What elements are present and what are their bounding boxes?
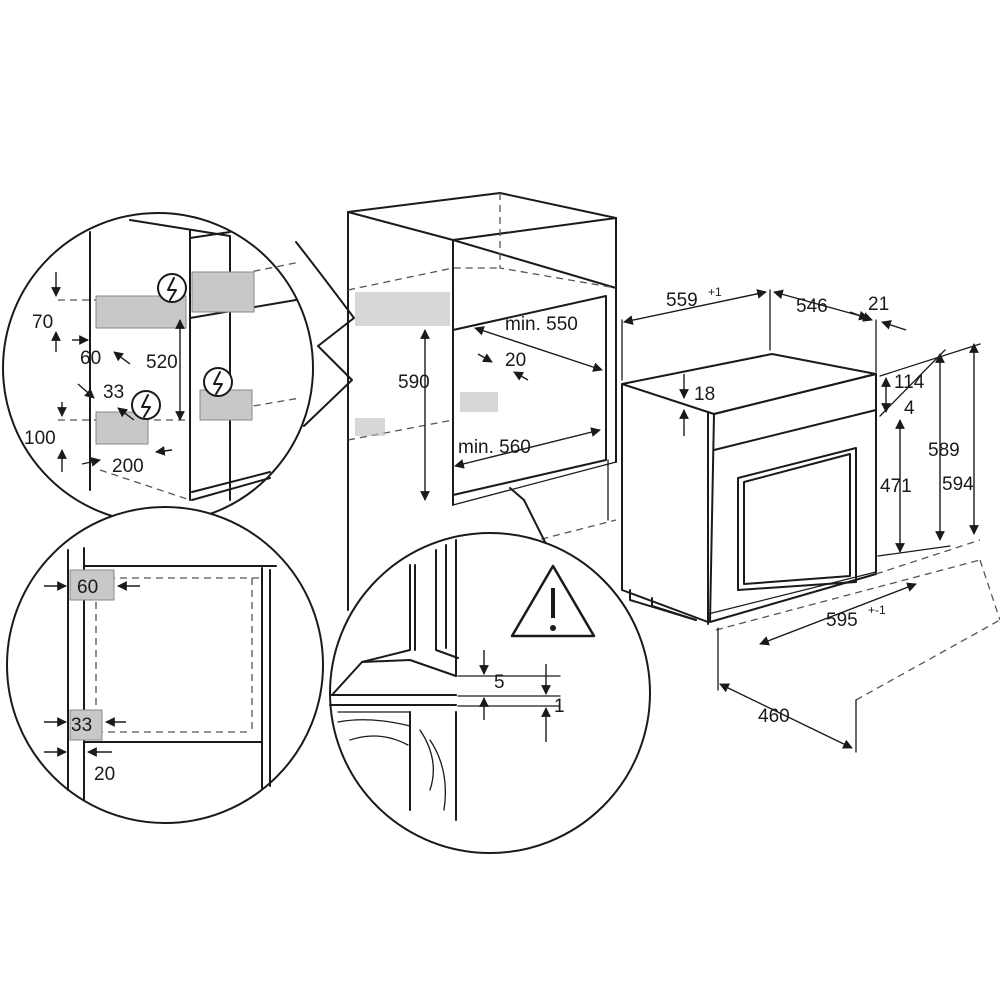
socket-zone-upper-back [191, 271, 255, 313]
dim-min-550: min. 550 [505, 314, 578, 335]
base-detail-callout: 5 1 [329, 487, 651, 854]
socket-dim-520: 520 [146, 352, 178, 373]
socket-dim-200: 200 [112, 456, 144, 477]
lightning-bolt-icon [157, 273, 187, 303]
warning-triangle-icon [510, 564, 596, 638]
oven-dim-460: 460 [758, 706, 790, 727]
side-dim-33: 33 [71, 715, 92, 736]
oven-dim-595: 595 [826, 610, 858, 631]
oven-dim-21: 21 [868, 294, 889, 315]
side-dim-60: 60 [77, 577, 98, 598]
dim-590: 590 [398, 372, 430, 393]
oven-drawing: 559 +1 546 21 18 114 4 589 594 471 595 +… [621, 285, 1000, 753]
lightning-bolt-icon [203, 367, 233, 397]
oven-dim-18: 18 [694, 384, 715, 405]
socket-dim-100: 100 [24, 428, 56, 449]
dim-20: 20 [505, 350, 526, 371]
oven-dim-114: 114 [894, 372, 925, 393]
oven-dim-589: 589 [928, 440, 960, 461]
oven-dim-546: 546 [796, 296, 828, 317]
dim-min-560: min. 560 [458, 437, 531, 458]
base-dim-1: 1 [554, 696, 565, 717]
socket-dim-60: 60 [80, 348, 101, 369]
side-zone-lower [69, 709, 103, 741]
side-zone-upper [69, 569, 115, 601]
side-dim-20: 20 [94, 764, 115, 785]
socket-dim-70: 70 [32, 312, 53, 333]
side-clearance-detail: 60 33 20 [6, 506, 324, 824]
oven-dim-4: 4 [904, 398, 915, 419]
oven-dim-559-tol: +1 [708, 285, 722, 299]
oven-dim-595-tol: +-1 [868, 603, 886, 617]
socket-detail-callout: 70 60 520 33 100 200 [2, 212, 355, 524]
lightning-bolt-icon [131, 390, 161, 420]
cabinet-drawing: 590 min. 550 20 min. 560 [347, 192, 617, 611]
oven-dim-559: 559 [666, 290, 698, 311]
base-dim-5: 5 [494, 672, 505, 693]
socket-dim-33: 33 [103, 382, 124, 403]
oven-dim-471: 471 [880, 476, 912, 497]
oven-dim-594: 594 [942, 474, 974, 495]
